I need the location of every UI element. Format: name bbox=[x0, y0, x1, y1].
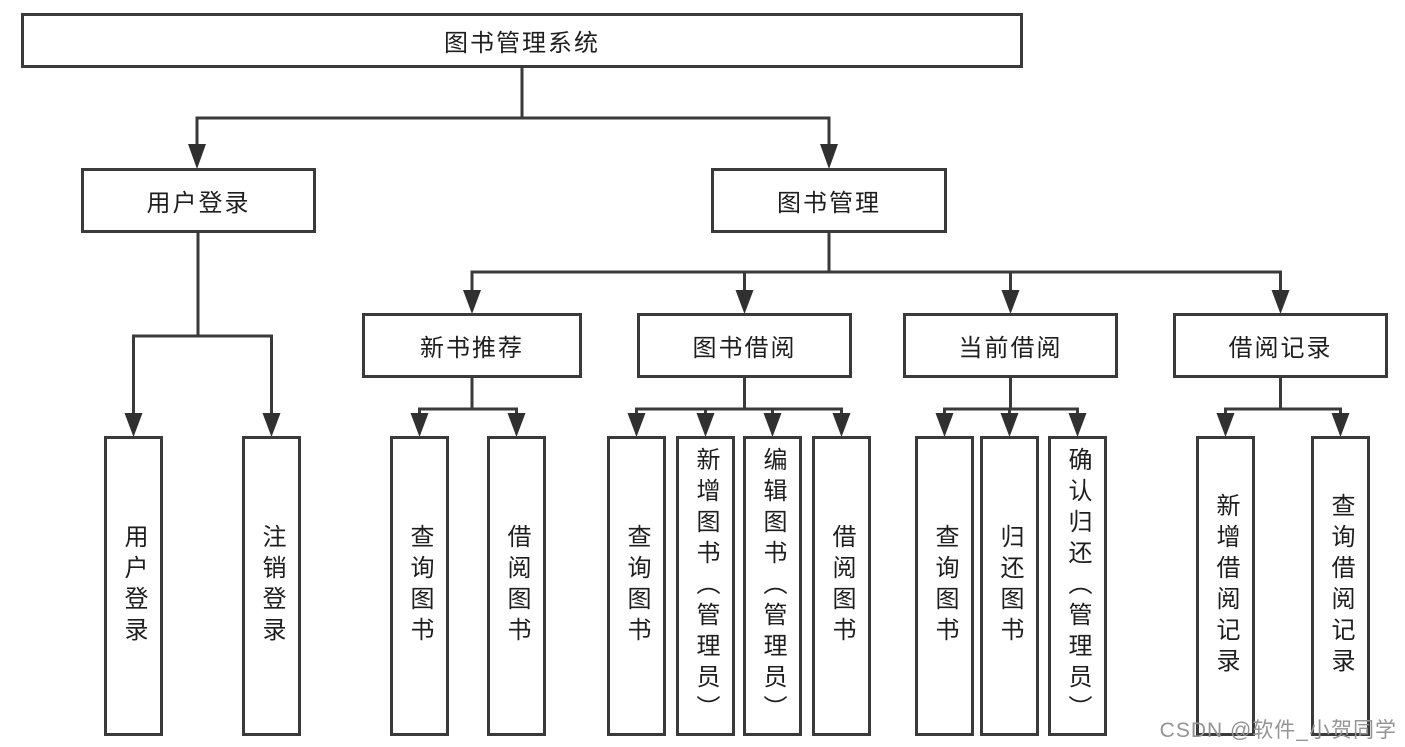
leaf-confirm-return-admin: 确认归还（管理员） bbox=[1048, 436, 1107, 736]
node-book-borrow-label: 图书借阅 bbox=[692, 335, 797, 362]
leaf-query-books-borrow: 查询图书 bbox=[607, 436, 666, 736]
leaf-logout: 注销登录 bbox=[242, 436, 301, 736]
leaf-user-login: 用户登录 bbox=[104, 436, 163, 736]
node-new-book-recommend: 新书推荐 bbox=[362, 313, 582, 378]
node-book-borrow: 图书借阅 bbox=[637, 313, 852, 378]
node-root-label: 图书管理系统 bbox=[444, 30, 600, 57]
watermark: CSDN @软件_小贺同学 bbox=[1159, 719, 1397, 742]
leaf-query-books-recommend: 查询图书 bbox=[390, 436, 449, 736]
leaf-query-books-current-label: 查询图书 bbox=[931, 524, 958, 648]
leaf-add-book-admin-label: 新增图书（管理员） bbox=[692, 446, 719, 726]
leaf-add-borrow-record: 新增借阅记录 bbox=[1196, 436, 1255, 736]
leaf-query-borrow-record-label: 查询借阅记录 bbox=[1327, 493, 1354, 679]
node-new-book-recommend-label: 新书推荐 bbox=[420, 335, 524, 362]
node-current-borrow: 当前借阅 bbox=[903, 313, 1118, 378]
node-current-borrow-label: 当前借阅 bbox=[958, 335, 1063, 362]
leaf-borrow-books: 借阅图书 bbox=[812, 436, 871, 736]
leaf-add-borrow-record-label: 新增借阅记录 bbox=[1212, 493, 1239, 679]
leaf-return-book: 归还图书 bbox=[980, 436, 1039, 736]
leaf-return-book-label: 归还图书 bbox=[996, 524, 1023, 648]
leaf-borrow-books-label: 借阅图书 bbox=[828, 524, 855, 648]
leaf-query-borrow-record: 查询借阅记录 bbox=[1311, 436, 1370, 736]
leaf-borrow-books-recommend-label: 借阅图书 bbox=[503, 524, 530, 648]
leaf-query-books-borrow-label: 查询图书 bbox=[623, 524, 650, 648]
leaf-edit-book-admin-label: 编辑图书（管理员） bbox=[759, 446, 786, 726]
leaf-confirm-return-admin-label: 确认归还（管理员） bbox=[1064, 446, 1091, 726]
leaf-borrow-books-recommend: 借阅图书 bbox=[487, 436, 546, 736]
leaf-edit-book-admin: 编辑图书（管理员） bbox=[743, 436, 802, 736]
leaf-query-books-current: 查询图书 bbox=[915, 436, 974, 736]
leaf-add-book-admin: 新增图书（管理员） bbox=[676, 436, 735, 736]
node-user-login: 用户登录 bbox=[81, 168, 316, 233]
node-borrow-records: 借阅记录 bbox=[1173, 313, 1388, 378]
node-root: 图书管理系统 bbox=[21, 13, 1023, 68]
node-user-login-label: 用户登录 bbox=[146, 190, 251, 217]
leaf-user-login-label: 用户登录 bbox=[120, 524, 147, 648]
node-borrow-records-label: 借阅记录 bbox=[1228, 335, 1333, 362]
node-book-management-label: 图书管理 bbox=[777, 190, 881, 217]
leaf-logout-label: 注销登录 bbox=[258, 524, 285, 648]
leaf-query-books-recommend-label: 查询图书 bbox=[406, 524, 433, 648]
node-book-management: 图书管理 bbox=[711, 168, 947, 233]
